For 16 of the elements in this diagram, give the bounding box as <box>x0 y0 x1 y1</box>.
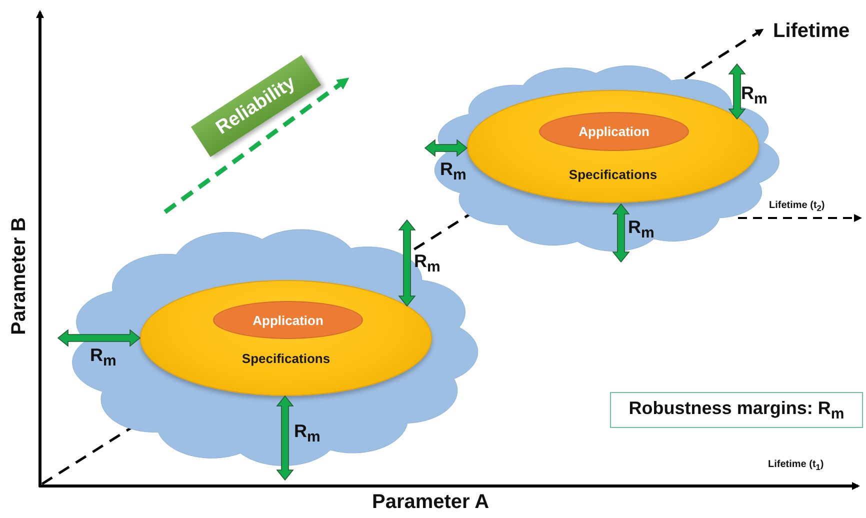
text-label: R$_{m}$ <box>741 84 768 108</box>
text-label: Lifetime <box>773 20 850 42</box>
ellipse-label: Specifications <box>240 351 332 366</box>
text-label: Lifetime (t$_{2}$) <box>769 200 825 214</box>
text-label: R$_{m}$ <box>414 252 440 276</box>
text-label: Lifetime (t$_{1}$) <box>768 459 824 472</box>
axis-label: Parameter B <box>8 217 30 335</box>
text-label: Parameter A <box>372 491 490 513</box>
text-label: R$_{m}$ <box>90 346 116 370</box>
text-label: R$_{m}$ <box>628 218 654 242</box>
application-ellipse: Application <box>539 112 689 151</box>
text-label: R$_{m}$ <box>294 422 320 446</box>
ellipse-label: Specifications <box>568 167 658 182</box>
application-ellipse: Application <box>213 301 363 339</box>
text-label: R$_{m}$ <box>440 160 466 184</box>
legend-box: Robustness margins: R$_{m}$ <box>610 392 863 428</box>
